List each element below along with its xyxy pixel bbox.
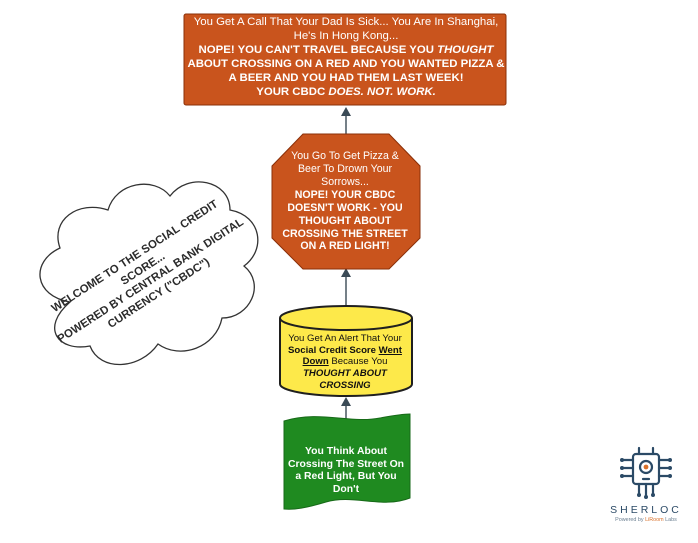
top-box-line2-a: NOPE! YOU CAN'T TRAVEL BECAUSE YOU	[198, 43, 438, 56]
octagon-line2: NOPE! YOUR CBDC DOESN'T WORK - YOU THOUG…	[282, 188, 408, 253]
document-text: You Think About Crossing The Street On a…	[287, 446, 405, 496]
octagon-text: You Go To Get Pizza & Beer To Drown Your…	[277, 150, 413, 253]
database-cylinder	[279, 305, 413, 397]
arrowhead-top-box	[341, 107, 351, 116]
top-box-text: You Get A Call That Your Dad Is Sick... …	[186, 16, 506, 99]
cylinder-body	[279, 318, 413, 397]
top-box-line3-a: YOUR CBDC	[256, 85, 329, 98]
cylinder-text-5: THOUGHT ABOUT CROSSING	[303, 368, 387, 391]
top-process-box	[183, 13, 507, 106]
top-box-line2: NOPE! YOU CAN'T TRAVEL BECAUSE YOU THOUG…	[186, 44, 506, 86]
logo-tagline-prefix: Powered by	[615, 517, 646, 523]
document-shape	[283, 413, 411, 510]
logo-tagline: Powered by LiRoom Labs	[598, 517, 694, 523]
connector-arrows	[341, 107, 351, 420]
top-box-line1: You Get A Call That Your Dad Is Sick... …	[193, 16, 499, 42]
octagon-stop-shape	[271, 133, 421, 270]
cylinder-top	[279, 305, 413, 331]
thought-cloud	[39, 181, 259, 366]
circuit-face-icon	[620, 446, 672, 499]
logo-tagline-suffix: Labs	[663, 517, 677, 523]
logo-tagline-accent: LiRoom	[645, 517, 664, 523]
cylinder-text-4: Because You	[328, 356, 388, 368]
top-box-line2-emph: THOUGHT	[437, 43, 494, 56]
octagon-line1: You Go To Get Pizza & Beer To Drown Your…	[291, 150, 399, 188]
sherloc-logo: SHERLOC Powered by LiRoom Labs	[598, 446, 694, 523]
top-box-line3: YOUR CBDC DOES. NOT. WORK.	[186, 86, 506, 100]
arrowhead-cylinder	[341, 397, 351, 406]
cylinder-text-3: Went Down	[302, 344, 402, 368]
cylinder-text-2: Social Credit Score	[288, 344, 379, 356]
top-box-line3-emph: DOES. NOT. WORK.	[328, 85, 436, 98]
arrowhead-octagon	[341, 268, 351, 277]
logo-wordmark: SHERLOC	[610, 504, 682, 516]
cylinder-text: You Get An Alert That Your Social Credit…	[282, 333, 408, 392]
top-box-line2-c: ABOUT CROSSING ON A RED AND YOU WANTED P…	[187, 57, 505, 84]
cylinder-text-1: You Get An Alert That Your	[288, 333, 402, 344]
